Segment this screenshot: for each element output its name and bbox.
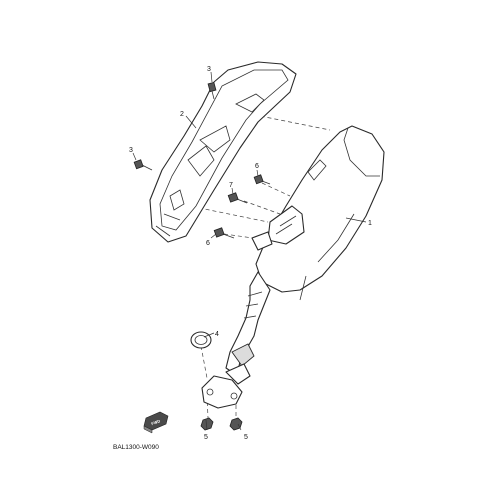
bolt-3-left xyxy=(133,159,153,171)
callout-5-left: 5 xyxy=(204,434,208,441)
callout-6-lower: 6 xyxy=(206,240,210,247)
fwd-label: FWD xyxy=(151,418,161,426)
bolt-6-upper xyxy=(253,174,271,185)
nut-5-left xyxy=(200,417,214,431)
heat-shield xyxy=(149,61,297,243)
muffler xyxy=(201,125,385,409)
bolt-7 xyxy=(227,192,248,204)
callout-3-left: 3 xyxy=(129,147,133,154)
gasket xyxy=(190,331,212,349)
callout-2: 2 xyxy=(180,111,184,118)
callout-1: 1 xyxy=(368,220,372,227)
fwd-arrow-icon: FWD xyxy=(143,411,169,434)
callout-4: 4 xyxy=(215,331,219,338)
bolt-6-lower xyxy=(213,227,235,239)
callout-5-right: 5 xyxy=(244,434,248,441)
diagram-code: BAL1300-W090 xyxy=(113,444,159,451)
bolt-3-top xyxy=(207,81,217,100)
leader-lines xyxy=(132,71,367,431)
callout-7: 7 xyxy=(229,182,233,189)
callout-3-top: 3 xyxy=(207,66,211,73)
callout-6-upper: 6 xyxy=(255,163,259,170)
